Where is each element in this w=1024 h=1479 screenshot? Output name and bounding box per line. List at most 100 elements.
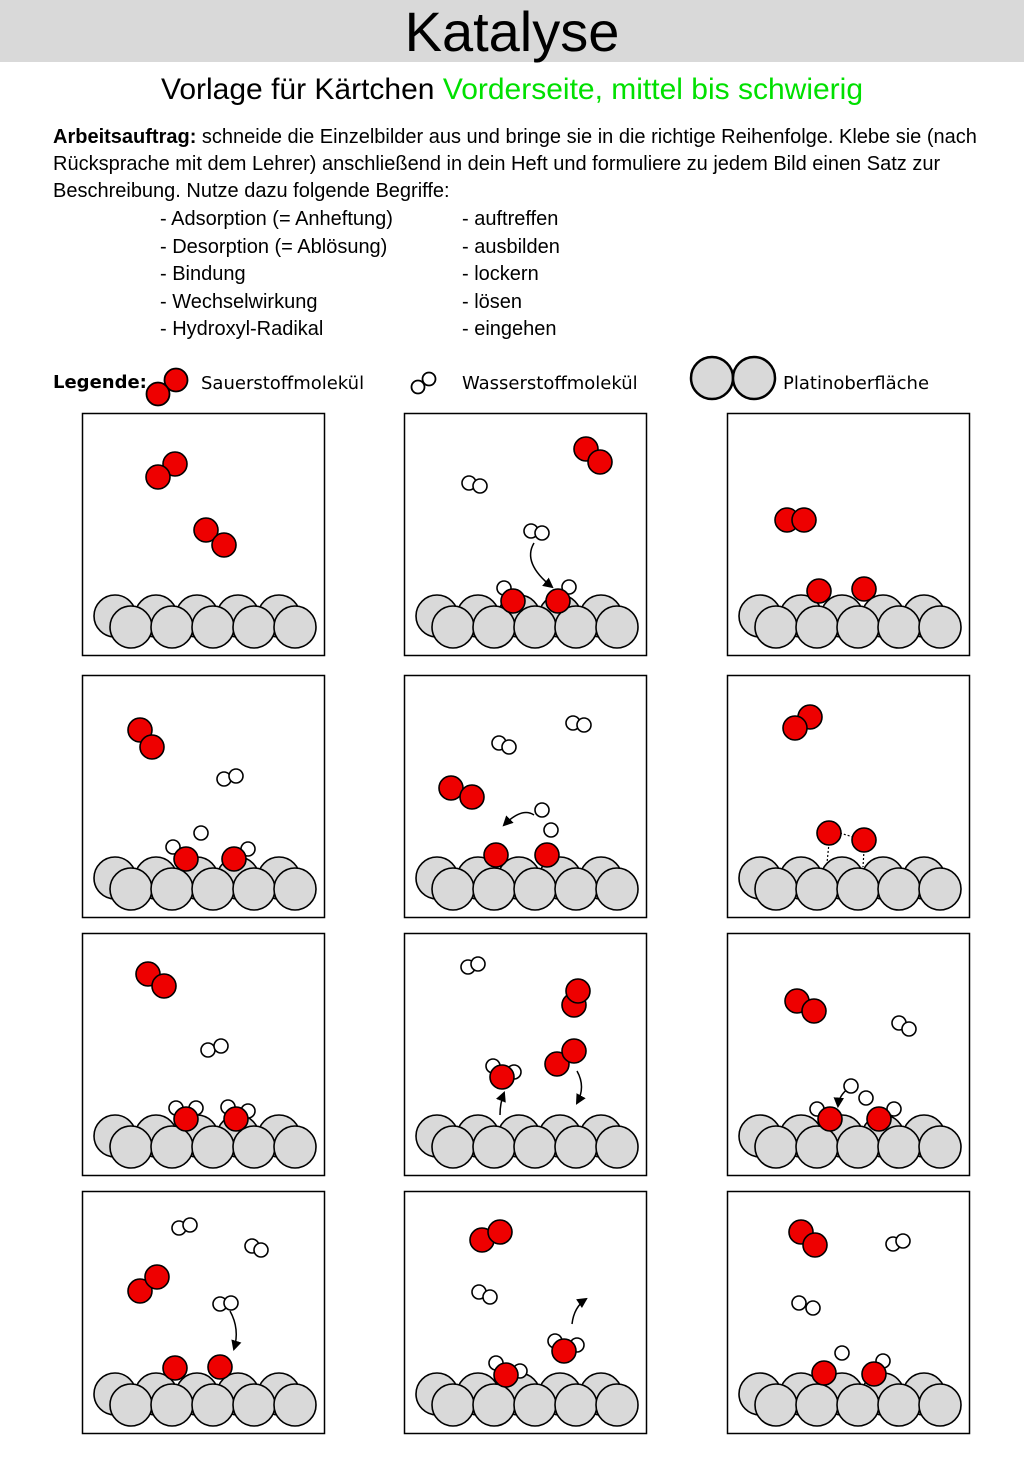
oxygen-atom — [534, 842, 560, 868]
platinum-atom — [191, 605, 235, 649]
oxygen-atom — [851, 576, 877, 602]
term-item: - eingehen — [462, 318, 557, 340]
oxygen-atom — [493, 1362, 519, 1388]
platinum-atom — [595, 867, 639, 911]
platinum-atom — [754, 605, 798, 649]
oxygen-atom — [483, 842, 509, 868]
hydrogen-molecule — [471, 1284, 498, 1305]
platinum-atom — [232, 1383, 276, 1427]
title-bar — [0, 0, 1024, 62]
platinum-atom — [918, 605, 962, 649]
platinum-atom — [513, 605, 557, 649]
illustration-card — [81, 674, 326, 919]
platinum-atom — [795, 605, 839, 649]
oxygen-atom — [811, 1360, 837, 1386]
task-instructions: Arbeitsauftrag: schneide die Einzelbilde… — [53, 124, 983, 205]
hydrogen-atom — [193, 825, 209, 841]
hydrogen-atom — [843, 1078, 859, 1094]
terms-right-list: - auftreffen - ausbilden - lockern - lös… — [462, 206, 560, 344]
platinum-atom — [273, 1383, 317, 1427]
hydrogen-atom — [834, 1345, 850, 1361]
oxygen-atom — [817, 1106, 843, 1132]
platinum-atom — [877, 1383, 921, 1427]
hydrogen-atom — [886, 1101, 902, 1117]
hydrogen-molecule — [885, 1233, 911, 1252]
platinum-atom — [513, 1383, 557, 1427]
legend-label: Legende: — [53, 372, 147, 393]
platinum-atom — [836, 1383, 880, 1427]
platinum-atom — [877, 1125, 921, 1169]
illustration-card — [403, 932, 648, 1177]
platinum-atom — [109, 867, 153, 911]
platinum-atom — [109, 1125, 153, 1169]
page-title: Katalyse — [404, 0, 620, 63]
illustration-card — [403, 674, 648, 919]
oxygen-atom — [173, 846, 199, 872]
platinum-atom — [150, 867, 194, 911]
platinum-atom — [109, 605, 153, 649]
hydrogen-molecule — [461, 475, 488, 494]
hydrogen-molecule — [212, 1295, 239, 1312]
arrow-icon — [529, 542, 554, 589]
oxygen-atom — [861, 1361, 887, 1387]
illustration-card — [726, 674, 971, 919]
oxygen-atom — [816, 820, 842, 846]
illustration-card — [403, 1190, 648, 1435]
oxygen-molecule — [127, 717, 165, 760]
platinum-atom — [836, 1125, 880, 1169]
term-item: - lösen — [462, 290, 523, 313]
subtitle: Vorlage für Kärtchen Vorderseite, mittel… — [0, 72, 1024, 108]
platinum-atom — [836, 605, 880, 649]
platinum-atom — [150, 1383, 194, 1427]
hydrogen-atom — [858, 1090, 874, 1106]
platinum-atom — [877, 867, 921, 911]
oxygen-molecule — [561, 978, 591, 1018]
platinum-atom — [513, 867, 557, 911]
platinum-atom — [191, 867, 235, 911]
subtitle-accent: Vorderseite, mittel bis schwierig — [442, 73, 864, 106]
oxygen-atom — [551, 1338, 577, 1364]
hydrogen-molecule — [891, 1015, 917, 1037]
platinum-atom — [754, 867, 798, 911]
interaction-line — [862, 849, 865, 868]
term-item: - Desorption (= Ablösung) — [160, 235, 388, 258]
term-item: - Hydroxyl-Radikal — [160, 318, 324, 340]
arrow-icon — [502, 811, 535, 827]
oxygen-molecule — [469, 1219, 513, 1253]
oxygen-molecule — [193, 517, 237, 558]
legend-platinum-label: Platinoberfläche — [783, 373, 930, 394]
arrow-icon — [229, 1310, 242, 1352]
task-label: Arbeitsauftrag: — [53, 126, 197, 148]
platinum-atom — [232, 1125, 276, 1169]
legend-platinum-icon — [689, 355, 777, 401]
oxygen-molecule — [784, 988, 827, 1024]
subtitle-main: Vorlage für Kärtchen — [160, 73, 435, 106]
platinum-atom — [431, 605, 475, 649]
platinum-atom — [918, 867, 962, 911]
hydrogen-atom — [534, 802, 550, 818]
platinum-atom — [232, 605, 276, 649]
illustration-card — [81, 1190, 326, 1435]
platinum-atom — [150, 1125, 194, 1169]
oxygen-atom — [500, 588, 526, 614]
oxygen-molecule — [135, 961, 177, 999]
legend-hydrogen-icon — [410, 371, 437, 395]
term-item: - lockern — [462, 263, 539, 285]
platinum-atom — [754, 1125, 798, 1169]
platinum-atom — [595, 605, 639, 649]
platinum-atom — [554, 867, 598, 911]
arrow-icon — [575, 1070, 586, 1105]
oxygen-molecule — [544, 1038, 587, 1077]
hydrogen-molecule — [791, 1295, 821, 1316]
term-item: - ausbilden — [462, 235, 560, 258]
platinum-atom — [109, 1383, 153, 1427]
terms-left-list: - Adsorption (= Anheftung) - Desorption … — [160, 206, 393, 344]
term-item: - Bindung — [160, 263, 246, 285]
hydrogen-atom — [561, 579, 577, 595]
platinum-atom — [554, 1125, 598, 1169]
hydrogen-molecule — [460, 956, 486, 975]
platinum-atom — [431, 1125, 475, 1169]
oxygen-molecule — [145, 451, 188, 490]
platinum-atom — [595, 1383, 639, 1427]
